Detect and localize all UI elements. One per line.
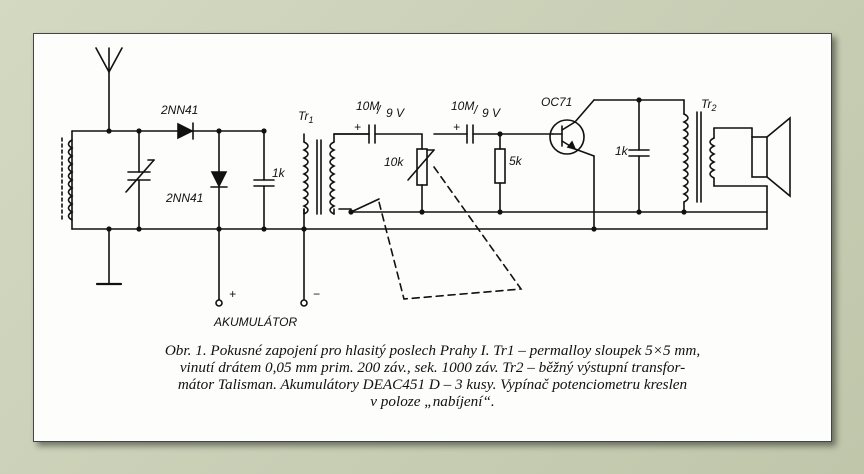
- capacitor-c1-icon: [333, 124, 423, 144]
- battery-terminals: [215, 298, 308, 307]
- variable-capacitor-icon: [125, 130, 155, 230]
- label-plus-c1: +: [354, 120, 361, 134]
- label-c2-voltage: 9 V: [482, 106, 501, 120]
- dashed-link: [378, 166, 523, 300]
- label-diode-vertical: 2NN41: [165, 191, 203, 205]
- caption-line-1: Obr. 1. Pokusné zapojení pro hlasitý pos…: [164, 342, 701, 359]
- label-akumulator: AKUMULÁTOR: [213, 314, 297, 329]
- resistor-5k-icon: [494, 133, 506, 213]
- transformer-tr1-icon: [302, 133, 336, 215]
- schematic-diagram: 2NN41 2NN41 1k Tr1 10M / 9 V + 10k 10M /…: [61, 47, 791, 329]
- label-c1-slash: /: [376, 103, 382, 117]
- label-plus-accu: +: [229, 287, 236, 301]
- antenna-icon: [95, 47, 123, 132]
- input-coil-icon: [61, 130, 74, 230]
- caption-line-4: v poloze „nabíjení“.: [370, 393, 495, 410]
- label-tr1: Tr1: [298, 109, 313, 125]
- switch-icon: [338, 198, 768, 215]
- label-c2-slash: /: [473, 103, 479, 117]
- label-minus-accu: −: [313, 287, 320, 301]
- label-oc71: OC71: [541, 95, 572, 109]
- transformer-tr2-icon: [682, 99, 768, 213]
- figure-caption: Obr. 1. Pokusné zapojení pro hlasitý pos…: [34, 342, 831, 410]
- figure-paper: 2NN41 2NN41 1k Tr1 10M / 9 V + 10k 10M /…: [33, 33, 832, 442]
- junction-dots: [106, 97, 687, 232]
- caption-line-3: mátor Talisman. Akumulátory DEAC451 D – …: [177, 376, 688, 393]
- capacitor-1k-icon: [253, 130, 275, 230]
- label-1k-right: 1k: [615, 144, 629, 158]
- label-5k: 5k: [509, 154, 523, 168]
- label-1k: 1k: [272, 166, 286, 180]
- potentiometer-10k-icon: [407, 133, 435, 213]
- label-diode-top: 2NN41: [160, 103, 198, 117]
- transistor-oc71-icon: [549, 99, 595, 157]
- diode-vertical-icon: [210, 130, 228, 300]
- ground-icon: [95, 228, 123, 286]
- label-c2-value: 10M: [451, 99, 474, 113]
- caption-line-2: vinutí drátem 0,05 mm prim. 200 záv., se…: [179, 359, 686, 376]
- speaker-icon: [751, 116, 791, 230]
- label-tr2: Tr2: [701, 97, 716, 113]
- label-10k: 10k: [384, 155, 404, 169]
- label-c1-voltage: 9 V: [386, 106, 405, 120]
- diode-top-icon: [177, 122, 194, 140]
- capacitor-c2-icon: [466, 124, 554, 144]
- capacitor-1k-right-icon: [628, 99, 650, 213]
- label-c1-value: 10M: [356, 99, 379, 113]
- label-plus-c2: +: [453, 120, 460, 134]
